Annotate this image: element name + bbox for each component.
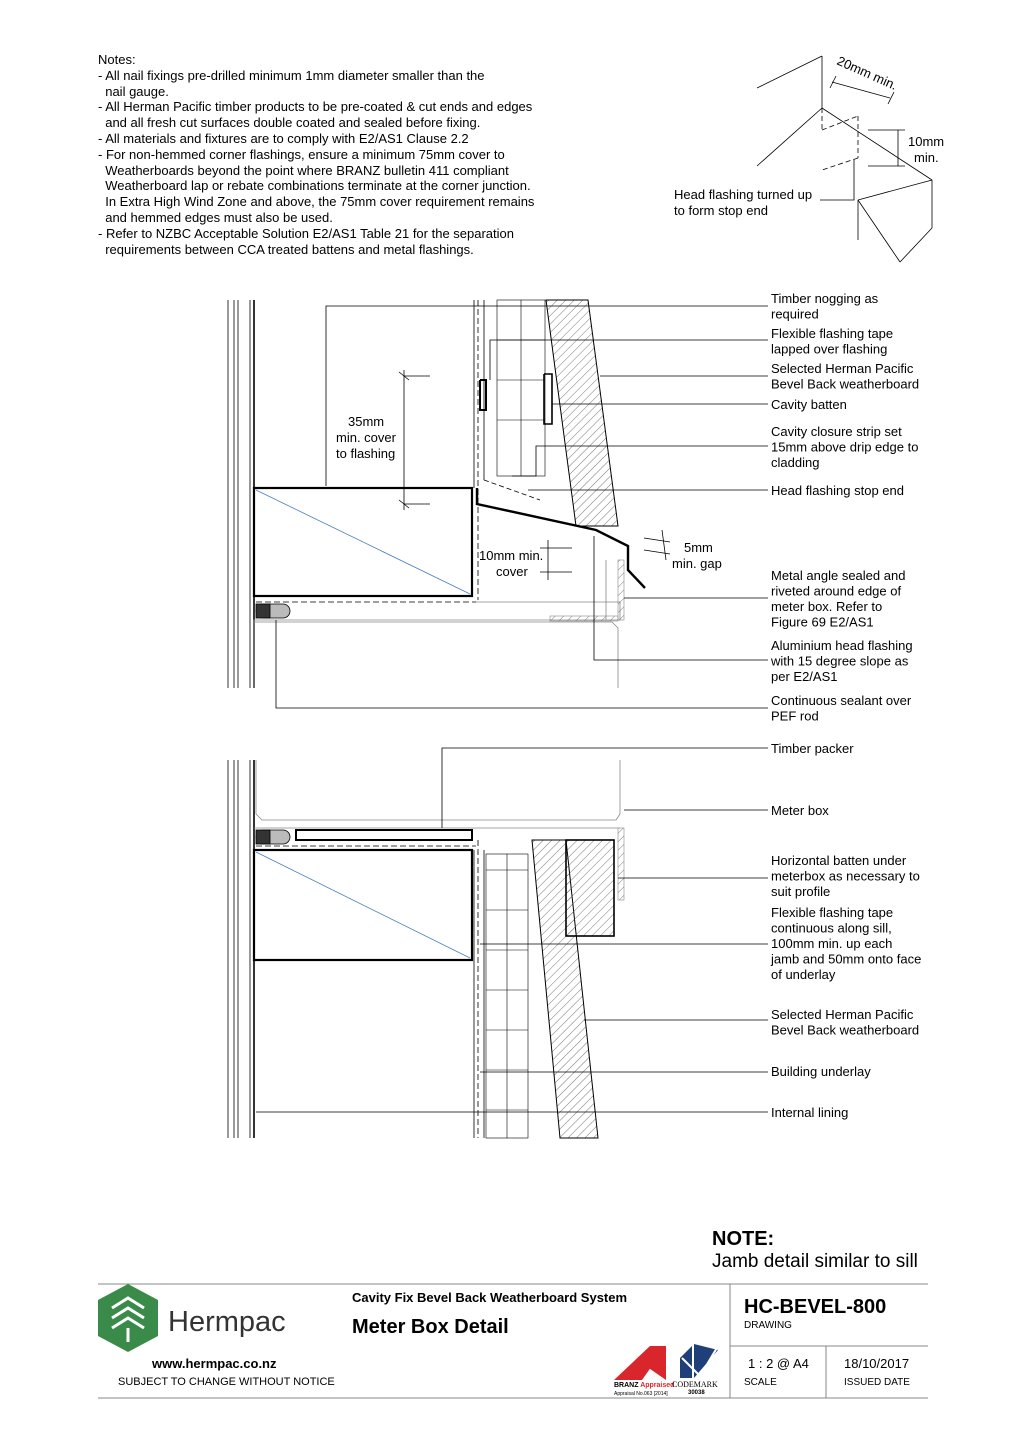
codemark-number: 30038 <box>688 1390 705 1396</box>
note-line: Weatherboard lap or rebate combinations … <box>98 178 531 194</box>
jamb-note: NOTE: Jamb detail similar to sill <box>712 1228 918 1273</box>
branz-appraised-icon <box>614 1346 666 1380</box>
codemark-text: CODEMARK <box>672 1380 718 1389</box>
note-line: In Extra High Wind Zone and above, the 7… <box>98 194 535 210</box>
website-link[interactable]: www.hermpac.co.nz <box>152 1356 277 1371</box>
drawing-title: Meter Box Detail <box>352 1316 509 1338</box>
dim-35-c: to flashing <box>336 446 395 461</box>
scale-value: 1 : 2 @ A4 <box>748 1356 809 1371</box>
inset-label-b: to form stop end <box>674 203 768 218</box>
inset-dim-10-a: 10mm <box>908 134 944 149</box>
sill-leaders <box>256 747 768 1113</box>
head-leaders <box>275 305 768 709</box>
branz-text-a: BRANZ <box>614 1382 639 1389</box>
label-building-underlay: Building underlay <box>771 1064 871 1079</box>
note-line: - For non-hemmed corner flashings, ensur… <box>98 146 505 162</box>
brand-name: Hermpac <box>168 1306 286 1338</box>
jamb-note-text: Jamb detail similar to sill <box>712 1251 918 1272</box>
label-timber-packer: Timber packer <box>771 741 854 756</box>
label-stop-end: Head flashing stop end <box>771 483 904 498</box>
label-internal-lining: Internal lining <box>771 1105 848 1120</box>
note-line: - All materials and fixtures are to comp… <box>98 130 469 146</box>
drawing-label: DRAWING <box>744 1320 792 1331</box>
system-name: Cavity Fix Bevel Back Weatherboard Syste… <box>352 1290 628 1305</box>
dim-35-a: 35mm <box>348 414 384 429</box>
title-block-frame <box>98 1283 928 1399</box>
inset-dim-20: 20mm min. <box>835 53 900 93</box>
dim-10-b: cover <box>496 564 528 579</box>
note-line: and hemmed edges must also be used. <box>98 209 333 225</box>
codemark-icon <box>680 1344 719 1378</box>
dim-5-a: 5mm <box>684 540 713 555</box>
inset-stop-end-detail <box>756 55 933 263</box>
note-line: requirements between CCA treated battens… <box>98 241 474 257</box>
note-line: Weatherboards beyond the point where BRA… <box>98 162 509 178</box>
dim-5-b: min. gap <box>672 556 722 571</box>
label-cavity-batten: Cavity batten <box>771 397 847 412</box>
branz-appraisal-no: Appraisal No.063 [2014] <box>614 1391 668 1397</box>
disclaimer: SUBJECT TO CHANGE WITHOUT NOTICE <box>118 1376 335 1388</box>
jamb-note-heading: NOTE: <box>712 1228 775 1250</box>
note-line: and all fresh cut surfaces double coated… <box>98 115 481 131</box>
branz-text-b: Appraised <box>640 1382 675 1389</box>
dim-35-b: min. cover <box>336 430 397 445</box>
sill-section <box>227 760 625 1139</box>
note-line: - Refer to NZBC Acceptable Solution E2/A… <box>98 225 514 241</box>
dim-10-a: 10mm min. <box>479 548 543 563</box>
head-section <box>227 299 646 688</box>
lower-label-list: Timber packer Meter box Horizontal batte… <box>770 741 921 1120</box>
drawing-number: HC-BEVEL-800 <box>744 1296 887 1318</box>
note-line: nail gauge. <box>98 83 169 99</box>
note-line: - All Herman Pacific timber products to … <box>98 99 533 115</box>
label-meter-box: Meter box <box>771 803 829 818</box>
general-notes: Notes: - All nail fixings pre-drilled mi… <box>98 52 618 257</box>
inset-dim-10-b: min. <box>914 150 939 165</box>
issue-date: 18/10/2017 <box>844 1356 910 1371</box>
note-line: - All nail fixings pre-drilled minimum 1… <box>98 67 485 83</box>
head-dimensions <box>398 370 671 580</box>
scale-label: SCALE <box>744 1377 777 1388</box>
hermpac-logo-icon <box>98 1284 158 1352</box>
notes-heading: Notes: <box>98 52 136 67</box>
issue-date-label: ISSUED DATE <box>844 1377 910 1388</box>
branz-text: BRANZ Appraised <box>614 1382 674 1389</box>
inset-label-a: Head flashing turned up <box>674 187 812 202</box>
